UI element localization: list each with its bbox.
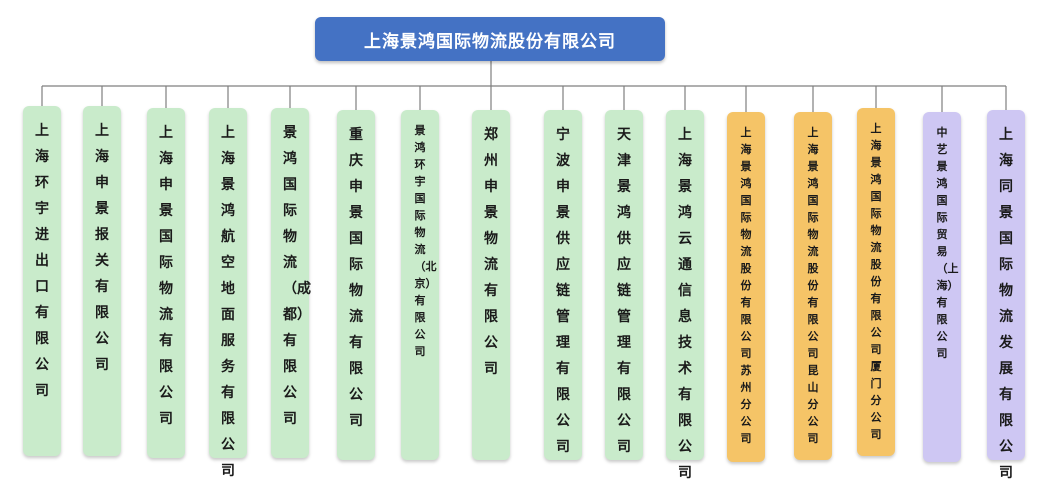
- company-box-affiliate: 中艺景鸿国际贸易（上海）有限公司: [923, 112, 961, 462]
- company-label: 景鸿国际物流（成都）有限公司: [283, 125, 311, 427]
- company-label: 上海申景国际物流有限公司: [159, 125, 173, 427]
- company-label: 上海同景国际物流发展有限公司: [999, 127, 1013, 481]
- company-box-branch: 上海景鸿国际物流股份有限公司昆山分公司: [794, 112, 832, 460]
- company-box-subsidiary: 上海申景国际物流有限公司: [147, 108, 185, 458]
- company-label: 上海景鸿航空地面服务有限公司: [221, 125, 235, 479]
- company-label: 上海景鸿国际物流股份有限公司苏州分公司: [740, 126, 752, 445]
- company-box-branch: 上海景鸿国际物流股份有限公司厦门分公司: [857, 108, 895, 456]
- company-box-subsidiary: 上海景鸿航空地面服务有限公司: [209, 108, 247, 479]
- company-label: 天津景鸿供应链管理有限公司: [617, 127, 631, 455]
- company-box-subsidiary: 郑州申景物流有限公司: [472, 110, 510, 460]
- company-label: 上海环宇进出口有限公司: [35, 123, 49, 399]
- company-label: 上海景鸿国际物流股份有限公司昆山分公司: [807, 126, 819, 445]
- company-label: 景鸿环宇国际物流（北京）有限公司: [414, 124, 437, 358]
- company-label: 宁波申景供应链管理有限公司: [556, 127, 570, 455]
- company-box-subsidiary: 景鸿环宇国际物流（北京）有限公司: [401, 110, 439, 460]
- root-company-box: 上海景鸿国际物流股份有限公司: [315, 17, 665, 61]
- company-box-subsidiary: 景鸿国际物流（成都）有限公司: [271, 108, 311, 458]
- company-box-subsidiary: 上海景鸿云通信息技术有限公司: [666, 110, 704, 481]
- company-box-subsidiary: 天津景鸿供应链管理有限公司: [605, 110, 643, 460]
- company-box-subsidiary: 宁波申景供应链管理有限公司: [544, 110, 582, 460]
- company-label: 重庆申景国际物流有限公司: [349, 127, 363, 429]
- company-box-affiliate: 上海同景国际物流发展有限公司: [987, 110, 1025, 481]
- company-label: 上海景鸿云通信息技术有限公司: [678, 127, 692, 481]
- company-label: 中艺景鸿国际贸易（上海）有限公司: [936, 126, 959, 360]
- company-box-branch: 上海景鸿国际物流股份有限公司苏州分公司: [727, 112, 765, 462]
- company-box-subsidiary: 上海环宇进出口有限公司: [23, 106, 61, 456]
- company-label: 郑州申景物流有限公司: [484, 127, 498, 377]
- company-box-subsidiary: 上海申景报关有限公司: [83, 106, 121, 456]
- company-box-subsidiary: 重庆申景国际物流有限公司: [337, 110, 375, 460]
- root-company-label: 上海景鸿国际物流股份有限公司: [364, 31, 616, 52]
- company-label: 上海申景报关有限公司: [95, 123, 109, 373]
- company-label: 上海景鸿国际物流股份有限公司厦门分公司: [870, 122, 882, 441]
